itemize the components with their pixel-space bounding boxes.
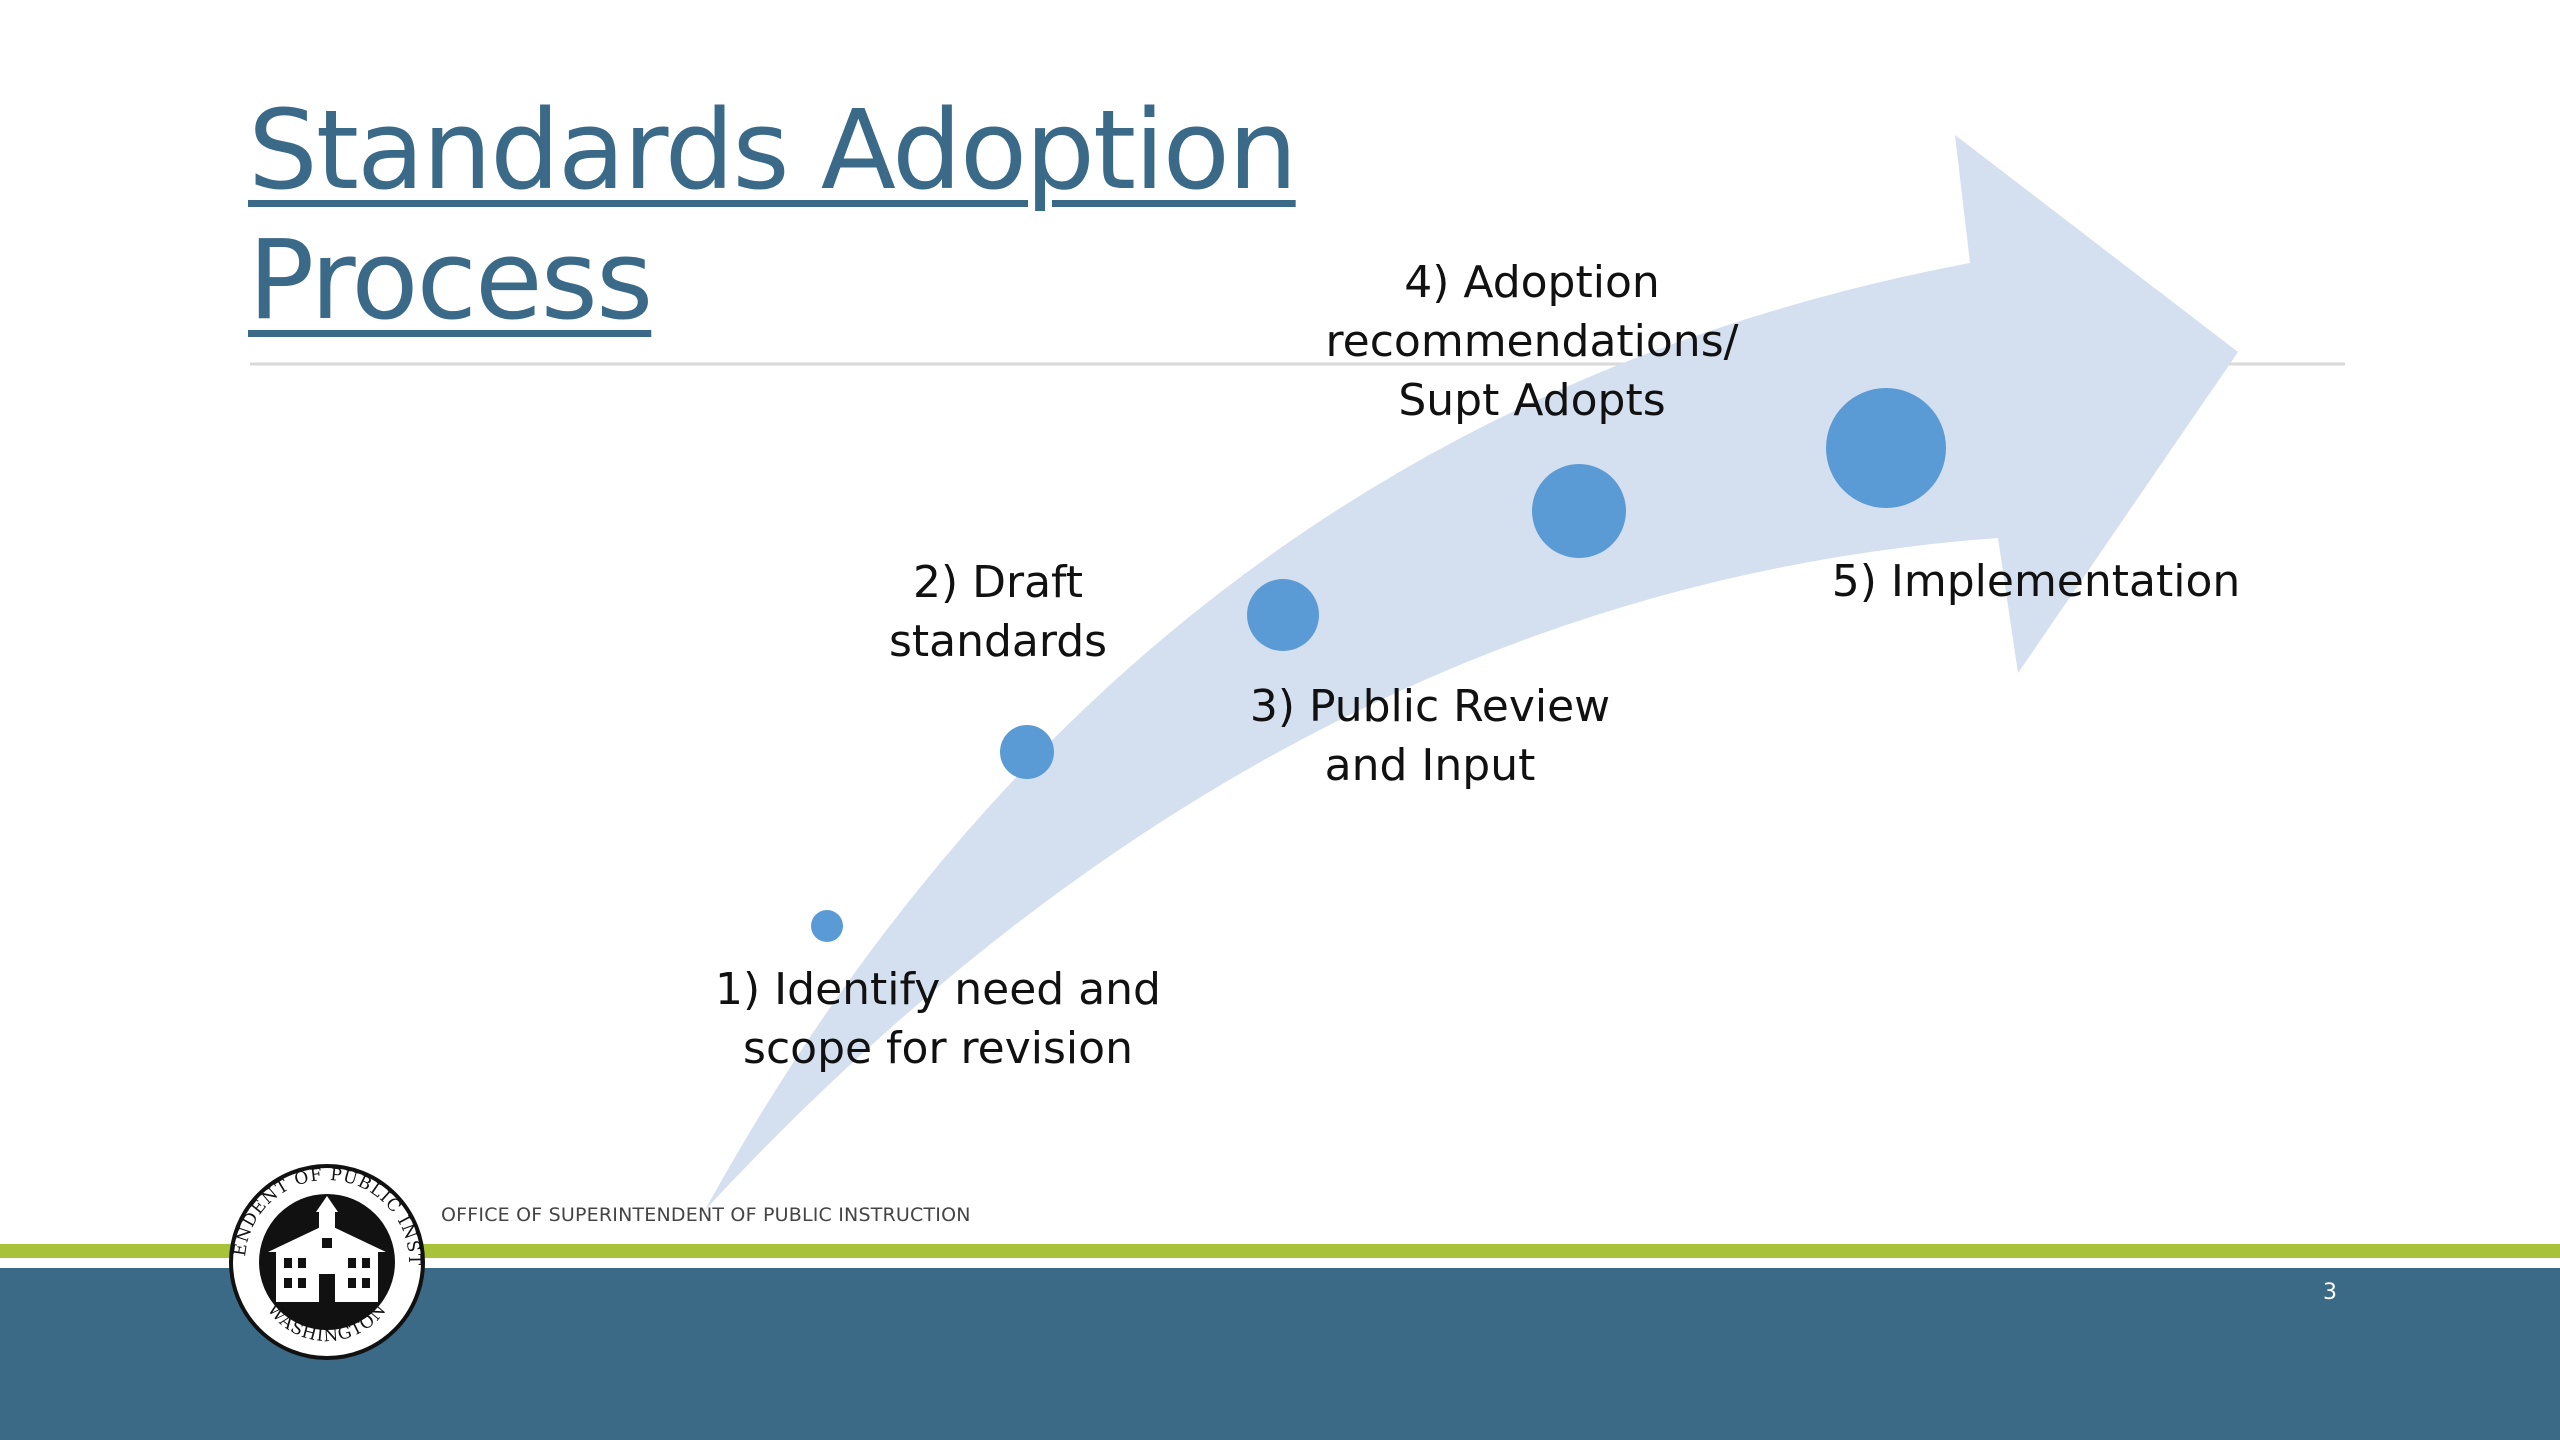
step-5-label-line-1: 5) Implementation <box>1831 556 2241 607</box>
step-5-dot <box>1826 388 1946 508</box>
step-3-label-line-1: 3) Public Review <box>1249 681 1611 732</box>
slide-title-line-1: Standards Adoption <box>248 86 1298 214</box>
step-1-label-line-1: 1) Identify need and <box>715 964 1161 1015</box>
footer-green-band <box>0 1244 2560 1258</box>
slide-title-line-2: Process <box>248 216 653 344</box>
step-4-label: 4) Adoption recommendations/ Supt Adopts <box>1232 253 1832 430</box>
step-3-label: 3) Public Review and Input <box>1180 677 1680 795</box>
footer-blue-band <box>0 1268 2560 1440</box>
step-2-label-line-1: 2) Draft <box>912 557 1084 608</box>
step-3-dot <box>1247 579 1319 651</box>
step-2-label: 2) Draft standards <box>798 553 1198 671</box>
page-number: 3 <box>2323 1280 2337 1305</box>
step-1-dot <box>811 910 843 942</box>
step-4-dot <box>1532 464 1626 558</box>
step-4-label-line-3: Supt Adopts <box>1398 375 1666 426</box>
footer-organization-name: OFFICE OF SUPERINTENDENT OF PUBLIC INSTR… <box>441 1204 971 1226</box>
step-4-label-line-2: recommendations/ <box>1325 316 1739 367</box>
step-4-label-line-1: 4) Adoption <box>1404 257 1660 308</box>
step-1-label-line-2: scope for revision <box>743 1023 1133 1074</box>
step-3-label-line-2: and Input <box>1324 740 1536 791</box>
step-2-dot <box>1000 725 1054 779</box>
step-5-label: 5) Implementation <box>1786 552 2286 611</box>
step-1-label: 1) Identify need and scope for revision <box>638 960 1238 1078</box>
step-2-label-line-2: standards <box>888 616 1108 667</box>
